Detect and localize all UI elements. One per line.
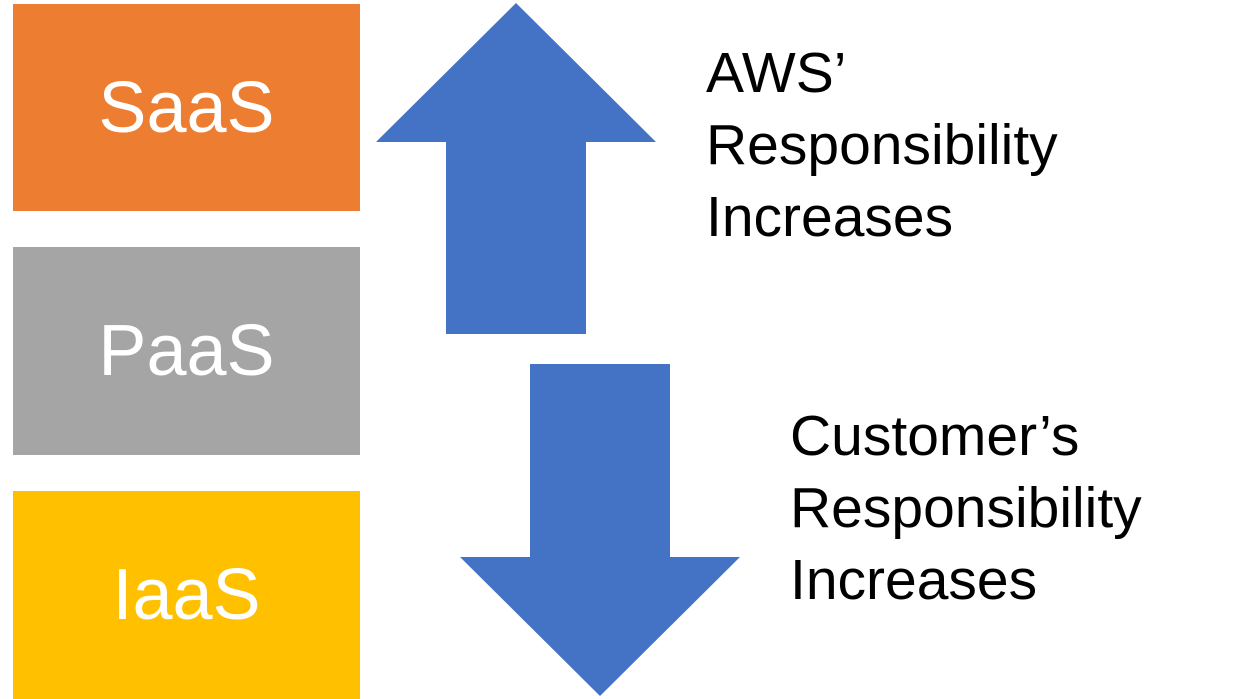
iaas-tier: IaaS [13,491,360,699]
customer-caption-line-2: Responsibility [790,476,1142,540]
down-arrow-icon [460,364,740,696]
paas-tier: PaaS [13,247,360,455]
aws-responsibility-caption: AWS’ Responsibility Increases [706,37,1058,253]
aws-caption-line-1: AWS’ [706,41,847,105]
customer-caption-line-1: Customer’s [790,404,1080,468]
paas-label: PaaS [98,311,275,391]
customer-responsibility-caption: Customer’s Responsibility Increases [790,400,1142,616]
aws-caption-line-3: Increases [706,185,954,249]
saas-tier: SaaS [13,4,360,211]
iaas-label: IaaS [112,555,261,635]
customer-caption-line-3: Increases [790,548,1038,612]
aws-caption-line-2: Responsibility [706,113,1058,177]
up-arrow-icon [376,3,656,334]
saas-label: SaaS [98,67,275,148]
